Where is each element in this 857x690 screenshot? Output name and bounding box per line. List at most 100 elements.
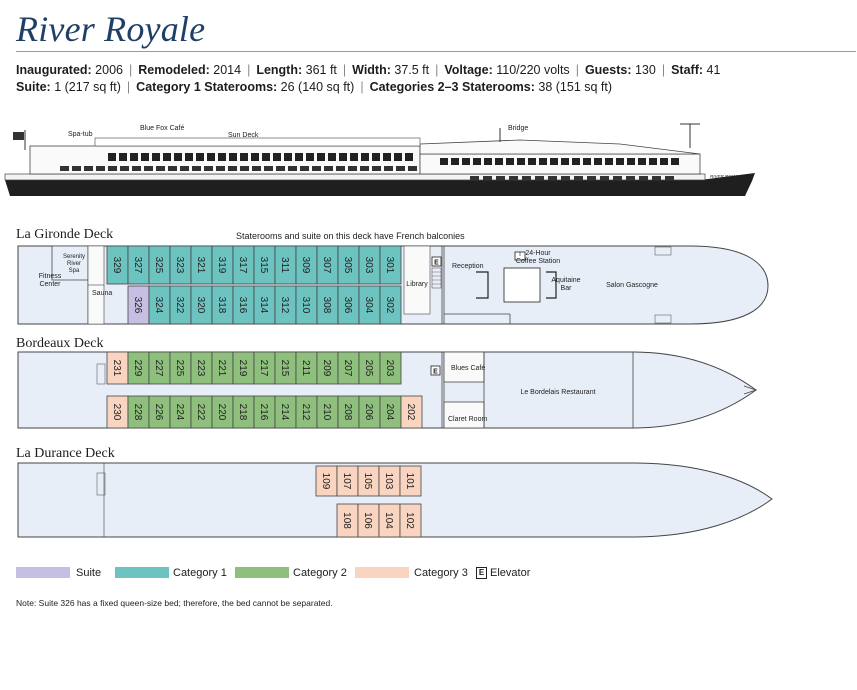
ship-window	[72, 166, 81, 171]
cabin-number: 208	[342, 404, 353, 421]
ship-window	[535, 176, 544, 180]
cabin-number: 302	[384, 297, 395, 314]
cabin-number: 311	[279, 257, 290, 273]
ship-window	[405, 153, 413, 161]
spec-value: 110/220 volts	[492, 63, 570, 77]
footnote: Note: Suite 326 has a fixed queen-size b…	[16, 598, 333, 608]
ship-window	[451, 158, 459, 165]
ship-window	[408, 166, 417, 171]
cabin-number: 209	[321, 360, 332, 377]
cabin-number: 310	[300, 297, 311, 314]
cabin-number: 220	[216, 404, 227, 421]
spec-label: Voltage:	[444, 63, 493, 77]
cabin-number: 305	[342, 257, 353, 274]
ship-window	[561, 176, 570, 180]
ship-profile: Spa-tub Blue Fox Café Sun Deck Bridge RI…	[4, 123, 755, 196]
ship-window	[276, 166, 285, 171]
spec-value: 37.5 ft	[390, 63, 430, 77]
ship-window	[174, 153, 182, 161]
svg-text:River: River	[67, 261, 81, 267]
ship-window	[295, 153, 303, 161]
cabin-number: 103	[383, 473, 394, 490]
ship-window	[394, 153, 402, 161]
spec-value: 26 (140 sq ft)	[277, 80, 355, 94]
svg-text:Spa: Spa	[69, 268, 80, 274]
hull-name-label: RIVER ROYALE	[710, 174, 744, 179]
cabin-number: 324	[153, 297, 164, 314]
ship-window	[583, 158, 591, 165]
ship-window	[108, 153, 116, 161]
sauna-label: Sauna	[92, 290, 112, 297]
ship-window	[108, 166, 117, 171]
ship-window	[264, 166, 273, 171]
ship-window	[372, 166, 381, 171]
spec-value: 1 (217 sq ft)	[50, 80, 121, 94]
cabin-number: 325	[153, 257, 164, 274]
spec-label: Staff:	[671, 63, 704, 77]
ship-window	[218, 153, 226, 161]
ship-window	[216, 166, 225, 171]
cabin-number: 303	[363, 257, 374, 274]
cabin-number: 206	[363, 404, 374, 421]
aquitaine-bar-label: Aquitaine Bar	[551, 277, 580, 292]
ship-window	[528, 158, 536, 165]
cabin-number: 228	[132, 404, 143, 421]
ship-window	[638, 158, 646, 165]
spa-tub-label: Spa-tub	[68, 131, 93, 138]
ship-window	[470, 176, 479, 180]
cabin-number: 222	[195, 404, 206, 421]
svg-text:24-Hour: 24-Hour	[525, 250, 551, 257]
ship-window	[163, 153, 171, 161]
ship-window	[300, 166, 309, 171]
ship-window	[204, 166, 213, 171]
ship-window	[240, 153, 248, 161]
cabin-number: 221	[216, 360, 227, 377]
ship-window	[350, 153, 358, 161]
stairs-icon	[431, 267, 442, 289]
cabin-number: 318	[216, 297, 227, 314]
cabin-number: 321	[195, 257, 206, 274]
ship-window	[120, 166, 129, 171]
ship-window	[506, 158, 514, 165]
ship-window	[228, 166, 237, 171]
spec-separator: |	[661, 63, 666, 77]
ship-window	[396, 166, 405, 171]
ship-window	[600, 176, 609, 180]
cabin-number: 326	[132, 297, 143, 314]
specs-line-2: Suite: 1 (217 sq ft)|Category 1 Stateroo…	[16, 80, 612, 94]
cabin-number: 108	[341, 512, 352, 529]
cabin-203	[379, 351, 402, 385]
ship-window	[141, 153, 149, 161]
ship-window	[336, 166, 345, 171]
svg-text:Aquitaine: Aquitaine	[551, 277, 580, 284]
cabin-number: 105	[362, 473, 373, 490]
ship-window	[180, 166, 189, 171]
balcony-note: Staterooms and suite on this deck have F…	[236, 231, 465, 241]
cabin-number: 204	[384, 404, 395, 421]
cabin-number: 223	[195, 360, 206, 377]
ship-window	[671, 158, 679, 165]
ship-window	[495, 158, 503, 165]
svg-text:Serenity: Serenity	[63, 254, 85, 260]
ship-window	[473, 158, 481, 165]
ship-window	[605, 158, 613, 165]
salon-label: Salon Gascogne	[606, 282, 658, 289]
ship-window	[548, 176, 557, 180]
cabin-number: 205	[363, 360, 374, 377]
ship-window	[84, 166, 93, 171]
cabin-number: 219	[237, 360, 248, 377]
cabin-number: 215	[279, 360, 290, 377]
cabin-number: 106	[362, 512, 373, 529]
ship-window	[312, 166, 321, 171]
cabin-number: 320	[195, 297, 206, 314]
title-rule	[16, 51, 856, 52]
cabin-number: 109	[320, 473, 331, 490]
ship-window	[626, 176, 635, 180]
cabin-number: 104	[383, 512, 394, 529]
spec-label: Remodeled:	[138, 63, 210, 77]
cabin-number: 301	[384, 257, 395, 274]
ship-title: River Royale	[16, 9, 206, 49]
cabin-number: 230	[111, 404, 122, 421]
ship-window	[383, 153, 391, 161]
